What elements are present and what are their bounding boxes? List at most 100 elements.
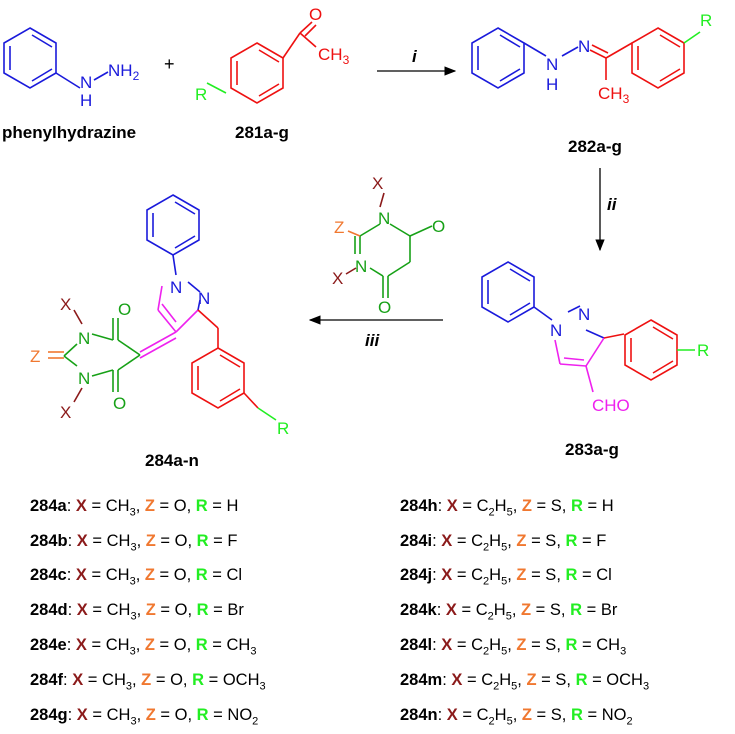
z-value: S xyxy=(550,705,562,724)
key-x: X xyxy=(441,566,453,585)
z-value: S xyxy=(549,601,561,620)
key-x: X xyxy=(75,566,87,585)
atom-o: O xyxy=(309,5,322,24)
atom-h: H xyxy=(80,91,92,110)
key-x: X xyxy=(446,705,458,724)
key-z: Z xyxy=(516,531,527,550)
x-value: C2H5 xyxy=(475,601,512,623)
atom-r: R xyxy=(195,85,207,104)
compound-id: 284l xyxy=(400,635,433,654)
reagent-ii: ii xyxy=(607,195,618,214)
x-value: CH3 xyxy=(106,705,137,727)
z-value: O xyxy=(170,670,183,689)
atom-r: R xyxy=(700,11,712,30)
r-value: Br xyxy=(600,601,618,620)
substituent-row-284d: 284d: X = CH3, Z = O, R = Br xyxy=(30,601,244,623)
r-value: Br xyxy=(227,601,244,620)
r-value: H xyxy=(601,496,614,515)
reagent-iii: iii xyxy=(365,331,380,350)
atom-z: Z xyxy=(30,347,40,366)
compound-281-label: 281a-g xyxy=(235,123,289,142)
atom-n: N xyxy=(578,305,590,324)
atom-z: Z xyxy=(334,218,344,237)
x-value: C2H5 xyxy=(471,635,508,658)
substituent-row-284a: 284a: X = CH3, Z = O, R = H xyxy=(30,496,239,519)
phenylhydrazine-label: phenylhydrazine xyxy=(2,123,136,142)
substituent-row-284m: 284m: X = C2H5, Z = S, R = OCH3 xyxy=(400,670,650,693)
key-x: X xyxy=(75,496,87,515)
substituent-row-284l: 284l: X = C2H5, Z = S, R = CH3 xyxy=(400,635,627,658)
atom-n: N xyxy=(78,369,90,388)
compound-id: 284g xyxy=(30,705,68,724)
r-value: OCH3 xyxy=(606,670,650,693)
key-r: R xyxy=(195,566,208,585)
substituent-row-284h: 284h: X = C2H5, Z = S, R = H xyxy=(400,496,614,519)
x-value: CH3 xyxy=(106,601,137,623)
substituent-row-284e: 284e: X = CH3, Z = O, R = CH3 xyxy=(30,635,257,658)
key-r: R xyxy=(192,670,205,689)
key-r: R xyxy=(570,705,583,724)
z-value: O xyxy=(173,496,187,515)
atom-x: X xyxy=(60,403,71,422)
r-value: NO2 xyxy=(227,705,259,727)
atom-h: H xyxy=(546,75,558,94)
x-value: CH3 xyxy=(105,496,136,519)
r-value: Cl xyxy=(226,566,243,585)
substituent-row-284i: 284i: X = C2H5, Z = S, R = F xyxy=(400,531,607,553)
key-z: Z xyxy=(144,635,155,654)
compound-id: 284e xyxy=(30,635,67,654)
substituent-row-284b: 284b: X = CH3, Z = O, R = F xyxy=(30,531,238,553)
compound-id: 284k xyxy=(400,601,437,620)
key-r: R xyxy=(565,566,578,585)
r-value: OCH3 xyxy=(222,670,266,693)
key-z: Z xyxy=(516,635,527,654)
key-r: R xyxy=(195,496,208,515)
x-value: CH3 xyxy=(105,635,136,658)
key-z: Z xyxy=(516,566,527,585)
r-value: Cl xyxy=(596,566,612,585)
atom-n: N xyxy=(170,278,182,297)
compound-283-label: 283a-g xyxy=(565,440,619,459)
key-z: Z xyxy=(145,601,156,620)
compound-282-label: 282a-g xyxy=(568,137,622,156)
z-value: S xyxy=(555,670,567,689)
z-value: O xyxy=(174,601,188,620)
x-value: CH3 xyxy=(105,566,136,588)
hydrazone-structure xyxy=(471,27,701,89)
compound-id: 284b xyxy=(30,531,68,550)
acetophenone-structure xyxy=(206,21,317,104)
compound-id: 284h xyxy=(400,496,438,515)
r-value: NO2 xyxy=(601,705,633,727)
product-284-structure xyxy=(48,194,277,421)
x-value: C2H5 xyxy=(471,531,508,553)
compound-id: 284a xyxy=(30,496,67,515)
key-x: X xyxy=(76,531,88,550)
r-value: CH3 xyxy=(596,635,627,658)
reagent-i: i xyxy=(412,47,418,66)
key-z: Z xyxy=(520,601,532,620)
z-value: S xyxy=(550,496,562,515)
compound-id: 284c xyxy=(30,566,67,585)
r-value: H xyxy=(226,496,239,515)
key-r: R xyxy=(196,531,209,550)
atom-ch3: CH3 xyxy=(318,45,350,67)
key-x: X xyxy=(445,601,457,620)
substituent-table-left: 284a: X = CH3, Z = O, R = H 284b: X = CH3… xyxy=(30,490,266,734)
key-z: Z xyxy=(144,496,155,515)
atom-x: X xyxy=(332,269,343,288)
x-value: CH3 xyxy=(102,670,132,693)
x-value: C2H5 xyxy=(476,496,513,519)
atom-o: O xyxy=(113,394,126,413)
atom-o: O xyxy=(432,217,445,236)
key-r: R xyxy=(195,635,208,654)
atom-r: R xyxy=(697,341,709,360)
compound-id: 284m xyxy=(400,670,443,689)
key-z: Z xyxy=(144,566,155,585)
substituent-row-284c: 284c: X = CH3, Z = O, R = Cl xyxy=(30,566,243,588)
atom-ch3: CH3 xyxy=(598,84,630,106)
key-r: R xyxy=(565,531,578,550)
atom-r: R xyxy=(277,419,289,438)
r-value: CH3 xyxy=(226,635,257,658)
key-r: R xyxy=(565,635,578,654)
z-value: O xyxy=(173,566,187,585)
